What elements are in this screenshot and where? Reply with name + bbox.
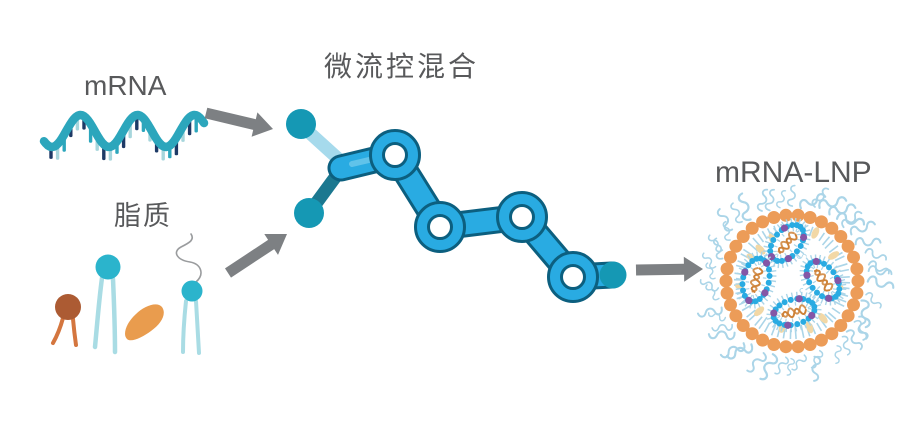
label-lipids: 脂质 (114, 201, 172, 231)
cholesterol-icon (125, 304, 164, 341)
phospholipid-icon (92, 254, 121, 355)
ionizable-lipid-icon (51, 294, 81, 347)
arrow-mixer-to-lnp-icon (635, 256, 703, 282)
microfluidic-mixer-icon (286, 109, 627, 303)
label-microfluidic-mixing: 微流控混合 (324, 51, 480, 82)
label-mrna: mRNA (84, 70, 167, 101)
lnp-particle-icon (696, 184, 895, 382)
mrna-strand-icon (39, 110, 209, 161)
lipid-molecules-icon (51, 233, 203, 355)
label-mrna-lnp: mRNA-LNP (715, 156, 872, 189)
arrow-mrna-to-mixer-icon (204, 107, 273, 137)
arrow-lipids-to-mixer-icon (225, 234, 287, 278)
peg-lipid-icon (175, 233, 203, 355)
